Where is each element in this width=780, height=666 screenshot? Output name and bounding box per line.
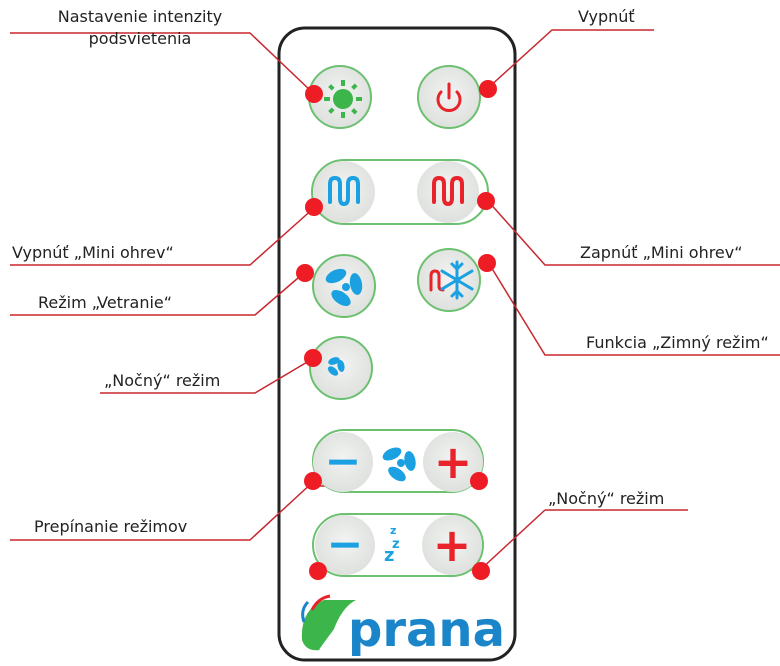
winter-mode-button[interactable]	[417, 248, 481, 312]
label-brightness-line2: podsvietenia	[88, 29, 192, 48]
power-icon	[436, 82, 462, 112]
label-mini-heat-on: Zapnúť „Mini ohrev“	[580, 243, 743, 262]
label-night-left: „Nočný“ režim	[104, 371, 221, 390]
heat-wave-icon	[432, 175, 464, 207]
label-mini-heat-off: Vypnúť „Mini ohrev“	[12, 243, 174, 262]
fan-speed-minus-button[interactable]: −	[313, 432, 373, 492]
snowflake-heat-icon	[429, 260, 474, 300]
fan-speed-plus-button[interactable]: +	[423, 432, 483, 492]
power-button[interactable]	[417, 65, 481, 129]
minus-icon: −	[327, 519, 364, 570]
prana-logo: prana	[301, 594, 505, 658]
brand-name: prana	[348, 602, 505, 658]
ventilation-button[interactable]	[312, 254, 376, 318]
night-mode-button[interactable]	[309, 336, 373, 400]
label-ventilation: Režim „Vetranie“	[38, 293, 173, 312]
heat-wave-icon	[328, 175, 360, 207]
label-winter: Funkcia „Zimný režim“	[586, 333, 769, 352]
callout-markers	[296, 80, 497, 580]
label-brightness-line1: Nastavenie intenzity	[57, 7, 223, 26]
night-plus-button[interactable]: +	[422, 515, 482, 575]
prana-leaf-logo	[301, 594, 356, 651]
plus-icon: +	[433, 518, 472, 572]
moon-fan-icon	[327, 352, 358, 387]
night-minus-button[interactable]: −	[315, 515, 375, 575]
svg-text:z: z	[384, 545, 394, 566]
plus-icon: +	[434, 435, 473, 489]
mini-heat-on-button[interactable]	[417, 161, 479, 223]
minus-icon: −	[325, 436, 362, 487]
label-night-right: „Nočný“ režim	[548, 489, 665, 508]
sleep-icon: z z z	[384, 524, 418, 566]
svg-text:z: z	[390, 524, 396, 537]
label-mode-switch: Prepínanie režimov	[34, 517, 188, 536]
svg-text:z: z	[392, 537, 400, 552]
label-brightness: Nastavenie intenzity podsvietenia	[24, 6, 256, 50]
fan-icon	[382, 447, 416, 482]
brightness-button[interactable]	[308, 65, 372, 129]
mini-heat-off-button[interactable]	[313, 161, 375, 223]
label-power: Vypnúť	[578, 7, 635, 26]
fan-icon	[325, 268, 363, 306]
sun-icon	[324, 80, 362, 118]
